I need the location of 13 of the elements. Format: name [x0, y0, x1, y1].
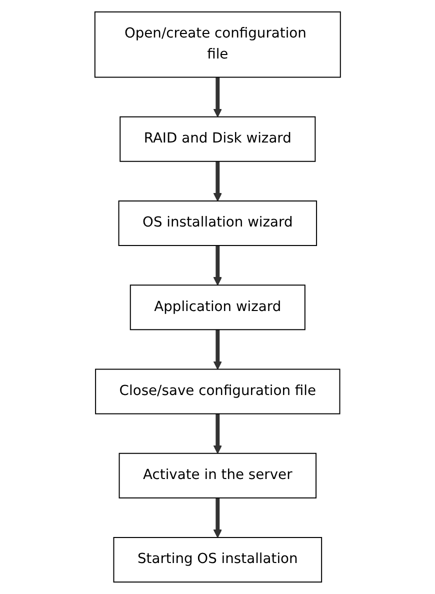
node-box: RAID and Disk wizard: [119, 116, 316, 162]
node-box: Close/save configuration file: [94, 368, 340, 414]
node-box: Activate in the server: [118, 452, 316, 498]
arrow: [213, 161, 222, 202]
node-box: Open/create configuration file: [94, 11, 341, 78]
node-box: OS installation wizard: [118, 200, 317, 246]
arrow: [213, 77, 222, 118]
arrow: [213, 246, 222, 286]
arrow: [213, 414, 222, 454]
node-box: Starting OS installation: [113, 537, 322, 583]
arrow: [213, 330, 222, 370]
arrow: [213, 498, 222, 538]
node-box: Application wizard: [130, 284, 306, 330]
